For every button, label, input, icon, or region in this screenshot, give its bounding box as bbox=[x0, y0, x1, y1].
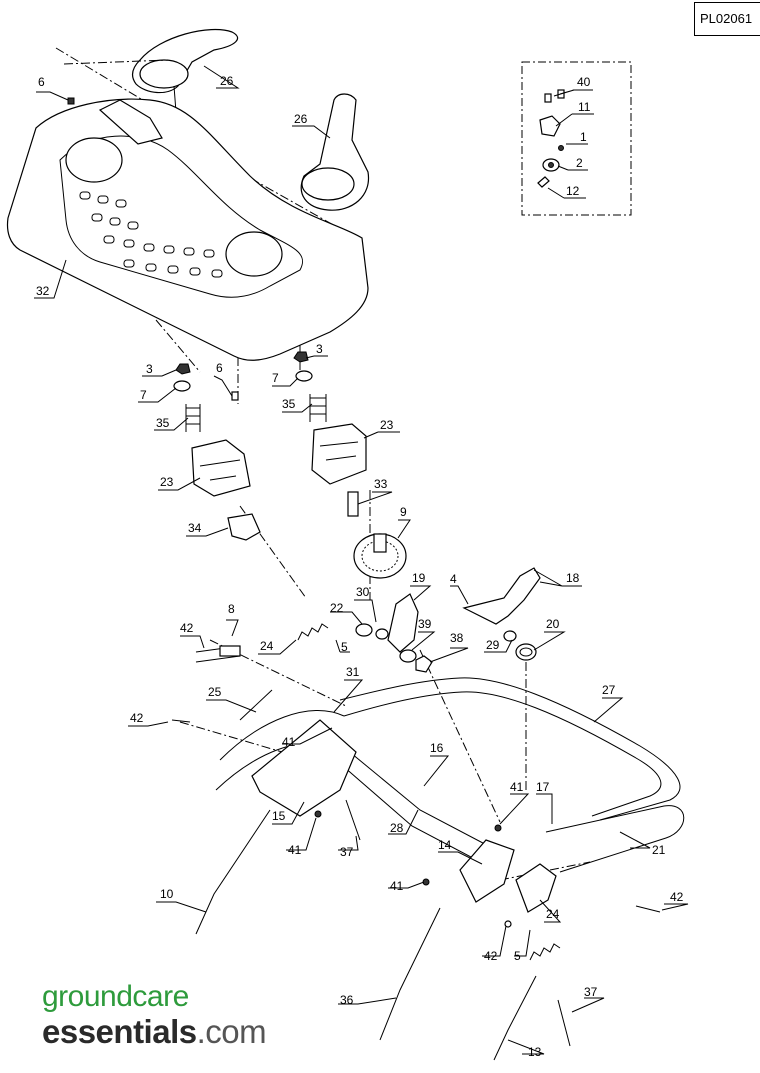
callout-3: 3 bbox=[316, 342, 323, 356]
spring-upper bbox=[297, 623, 329, 641]
callout-2: 2 bbox=[576, 156, 583, 170]
lever-knob-lower bbox=[300, 93, 370, 211]
callout-5: 5 bbox=[514, 949, 521, 963]
callout-4: 4 bbox=[450, 572, 457, 586]
callout-37: 37 bbox=[584, 985, 598, 999]
callout-34: 34 bbox=[188, 521, 202, 535]
callout-7: 7 bbox=[140, 388, 147, 402]
cam-housing-right bbox=[311, 423, 367, 485]
callout-23: 23 bbox=[160, 475, 174, 489]
callout-29: 29 bbox=[486, 638, 500, 652]
callout-27: 27 bbox=[602, 683, 616, 697]
callout-13: 13 bbox=[528, 1045, 542, 1059]
callout-41: 41 bbox=[288, 843, 302, 857]
callout-40: 40 bbox=[577, 75, 591, 89]
callout-16: 16 bbox=[430, 741, 444, 755]
callout-24: 24 bbox=[546, 907, 560, 921]
callout-26: 26 bbox=[294, 112, 308, 126]
callout-32: 32 bbox=[36, 284, 50, 298]
callout-1: 1 bbox=[580, 130, 587, 144]
brand-line1: groundcare bbox=[42, 980, 189, 1013]
callout-3: 3 bbox=[146, 362, 153, 376]
callout-42: 42 bbox=[670, 890, 684, 904]
callout-7: 7 bbox=[272, 371, 279, 385]
brand-suffix: .com bbox=[196, 1013, 267, 1050]
callout-21: 21 bbox=[652, 843, 666, 857]
brand-logo[interactable]: groundcare essentials.com bbox=[42, 980, 267, 1050]
callout-37: 37 bbox=[340, 845, 354, 859]
spring-lower bbox=[529, 943, 561, 961]
gear-wheel bbox=[353, 533, 407, 579]
callout-22: 22 bbox=[330, 601, 344, 615]
console-housing bbox=[6, 98, 369, 361]
callout-12: 12 bbox=[566, 184, 580, 198]
brand-word: essentials bbox=[42, 1013, 197, 1050]
callout-11: 11 bbox=[578, 100, 591, 114]
callout-33: 33 bbox=[374, 477, 388, 491]
cables bbox=[195, 689, 537, 1061]
bracket-center bbox=[459, 839, 515, 903]
callout-6: 6 bbox=[38, 75, 45, 89]
callout-8: 8 bbox=[228, 602, 235, 616]
callout-15: 15 bbox=[272, 809, 286, 823]
callout-35: 35 bbox=[282, 397, 296, 411]
link-plate bbox=[387, 593, 419, 653]
callout-20: 20 bbox=[546, 617, 560, 631]
hardware-small bbox=[67, 97, 327, 432]
shaft bbox=[347, 491, 359, 517]
bracket-left bbox=[251, 719, 357, 817]
callout-17: 17 bbox=[536, 780, 550, 794]
callout-19: 19 bbox=[412, 571, 426, 585]
callout-24: 24 bbox=[260, 639, 274, 653]
brand-line2: essentials.com bbox=[42, 1013, 267, 1050]
lever-knob-upper bbox=[131, 28, 238, 113]
callout-9: 9 bbox=[400, 505, 407, 519]
clevis-pin bbox=[195, 645, 241, 663]
callout-6: 6 bbox=[216, 361, 223, 375]
callout-14: 14 bbox=[438, 838, 452, 852]
coupler bbox=[227, 513, 261, 541]
handle-frame bbox=[215, 677, 685, 873]
callout-41: 41 bbox=[390, 879, 404, 893]
hardware-inset bbox=[521, 61, 632, 216]
control-lever bbox=[462, 567, 541, 625]
callout-31: 31 bbox=[346, 665, 360, 679]
callout-41: 41 bbox=[510, 780, 524, 794]
bracket-right bbox=[515, 863, 557, 913]
callout-36: 36 bbox=[340, 993, 354, 1007]
callouts: 40 11 1 2 12 6 26 26 32 3 3 6 7 7 35 35 … bbox=[34, 65, 689, 1059]
callout-38: 38 bbox=[450, 631, 464, 645]
callout-42: 42 bbox=[180, 621, 194, 635]
diagram-code: PL02061 bbox=[694, 2, 760, 36]
callout-26: 26 bbox=[220, 74, 234, 88]
callout-35: 35 bbox=[156, 416, 170, 430]
callout-25: 25 bbox=[208, 685, 222, 699]
callout-18: 18 bbox=[566, 571, 580, 585]
callout-23: 23 bbox=[380, 418, 394, 432]
callout-39: 39 bbox=[418, 617, 432, 631]
callout-41: 41 bbox=[282, 735, 296, 749]
callout-10: 10 bbox=[160, 887, 174, 901]
callout-30: 30 bbox=[356, 585, 370, 599]
washers bbox=[355, 623, 517, 673]
callout-28: 28 bbox=[390, 821, 404, 835]
callout-42: 42 bbox=[484, 949, 498, 963]
cam-housing-left bbox=[191, 439, 251, 497]
callout-5: 5 bbox=[341, 640, 348, 654]
callout-42: 42 bbox=[130, 711, 144, 725]
torsion-spring bbox=[515, 643, 537, 661]
